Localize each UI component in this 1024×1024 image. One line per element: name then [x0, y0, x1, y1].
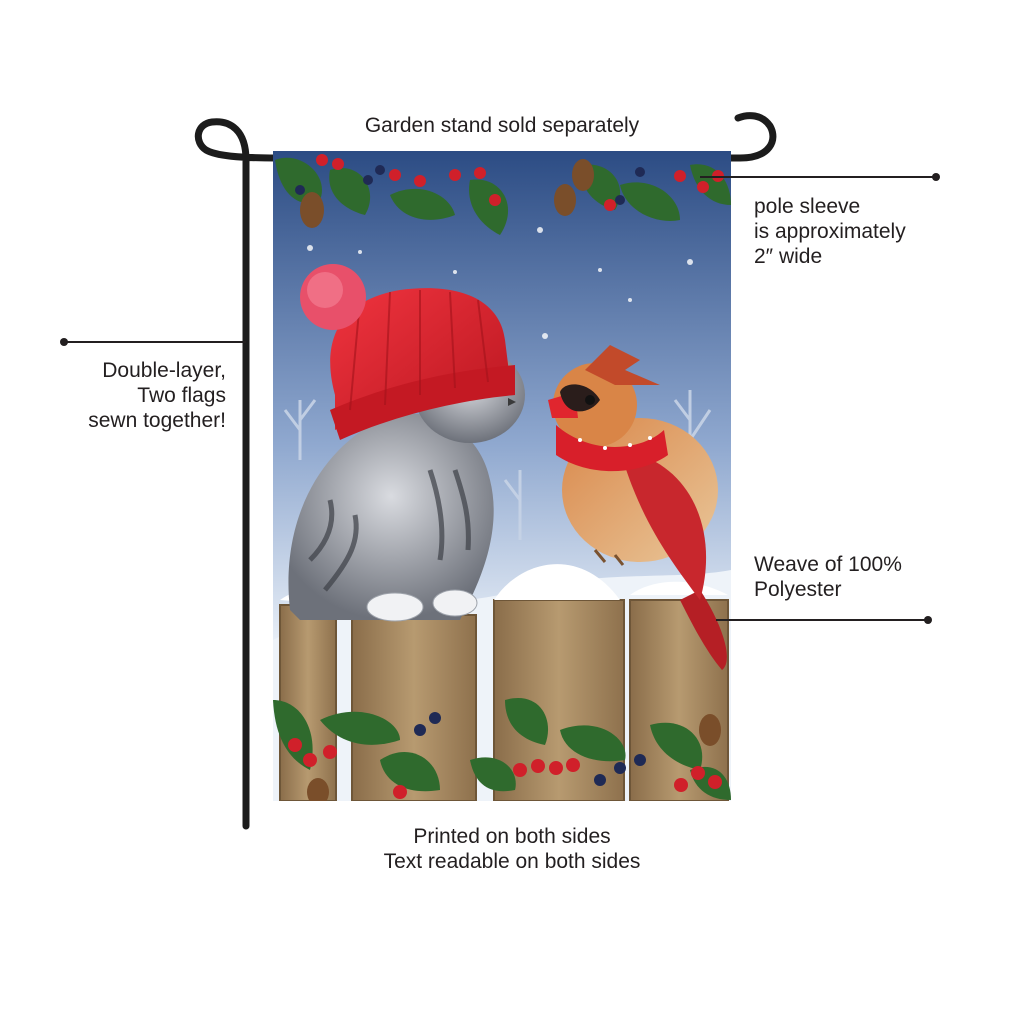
- holly-border-bottom: [273, 698, 731, 801]
- cardinal-in-scarf: [548, 345, 727, 670]
- garden-stand-icon: [194, 112, 777, 830]
- double-layer-note: Double-layer, Two flags sewn together!: [88, 359, 226, 432]
- holly-border: [275, 154, 731, 235]
- material-note: Weave of 100% Polyester: [754, 553, 902, 601]
- pole-sleeve-note: pole sleeve is approximately 2″ wide: [754, 195, 906, 268]
- kitten-in-red-hat: [288, 264, 525, 622]
- flag-illustration: [273, 151, 731, 801]
- stand-note: Garden stand sold separately: [364, 114, 640, 137]
- print-note: Printed on both sides Text readable on b…: [383, 825, 641, 873]
